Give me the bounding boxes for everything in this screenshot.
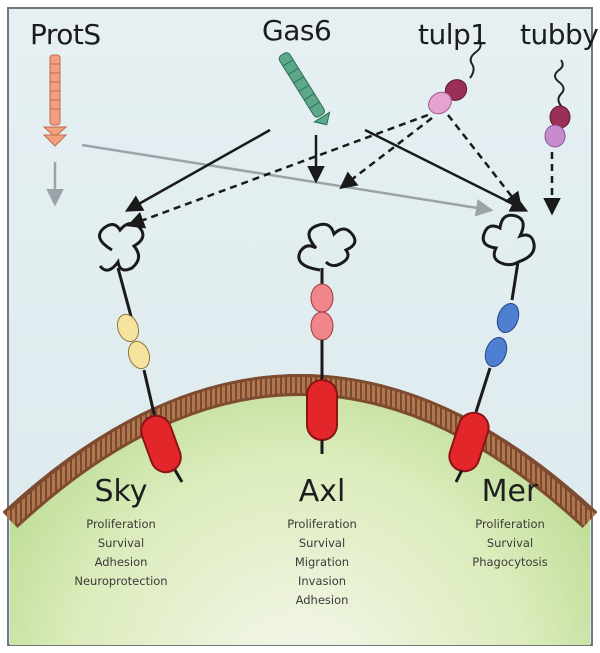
function-item: Proliferation [222,515,422,534]
function-item: Phagocytosis [410,553,600,572]
receptor-name-sky: Sky [21,474,221,509]
function-item: Migration [222,553,422,572]
function-item: Invasion [222,572,422,591]
ligand-label-tulp1: tulp1 [418,18,488,51]
function-item: Survival [21,534,221,553]
ligand-label-tubby: tubby [520,18,598,51]
function-item: Neuroprotection [21,572,221,591]
function-item: Proliferation [21,515,221,534]
receptor-name-axl: Axl [222,474,422,509]
axl-function-list: Proliferation Survival Migration Invasio… [222,515,422,610]
ligand-label-gas6: Gas6 [262,14,331,47]
function-item: Proliferation [410,515,600,534]
sky-function-list: Proliferation Survival Adhesion Neuropro… [21,515,221,591]
ligand-label-prots: ProtS [30,18,101,51]
function-item: Adhesion [222,591,422,610]
function-item: Adhesion [21,553,221,572]
function-item: Survival [410,534,600,553]
function-item: Survival [222,534,422,553]
receptor-name-mer: Mer [410,474,600,509]
mer-function-list: Proliferation Survival Phagocytosis [410,515,600,572]
